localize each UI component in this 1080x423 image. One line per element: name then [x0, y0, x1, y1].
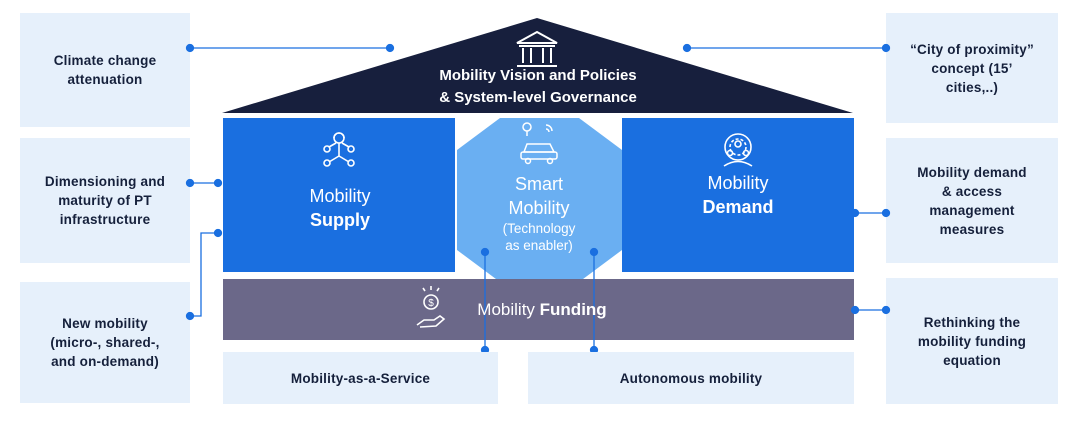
box-new-mobility: New mobility (micro-, shared-, and on-de…: [20, 282, 190, 403]
supply-title-line1: Mobility: [309, 186, 371, 206]
funding-bar: [223, 279, 854, 340]
box-autonomous: Autonomous mobility: [528, 352, 854, 404]
money-hand-icon: $: [416, 286, 446, 328]
box-climate-change: Climate change attenuation: [20, 13, 190, 127]
supply-title-line2: Supply: [309, 210, 370, 230]
demand-title-line2: Demand: [702, 197, 774, 217]
box-demand-management-text: Mobility demand & access management meas…: [917, 164, 1027, 237]
svg-text:$: $: [428, 298, 434, 309]
box-funding-equation-text: Rethinking the mobility funding equation: [917, 314, 1027, 368]
box-dimensioning-pt-text: Dimensioning and maturity of PT infrastr…: [44, 174, 166, 227]
demand-title: Mobility Demand: [678, 171, 798, 219]
government-building-icon: [516, 30, 558, 67]
roof-title: Mobility Vision and Policies & System-le…: [439, 67, 637, 106]
smart-title-line3: (Technology: [502, 221, 576, 236]
box-demand-management: Mobility demand & access management meas…: [886, 138, 1058, 263]
connectors: [185, 43, 891, 355]
smart-mobility-title: Smart Mobility (Technology as enabler): [472, 172, 606, 254]
smart-title-line1: Smart: [514, 174, 563, 194]
funding-label-prefix: Mobility: [477, 300, 540, 319]
box-city-proximity-text: “City of proximity” concept (15’ cities,…: [910, 41, 1034, 95]
funding-label: Mobility Funding: [462, 295, 622, 325]
box-dimensioning-pt: Dimensioning and maturity of PT infrastr…: [20, 138, 190, 263]
supply-title: Mobility Supply: [280, 184, 400, 232]
demand-title-line1: Mobility: [707, 173, 769, 193]
box-funding-equation: Rethinking the mobility funding equation: [886, 278, 1058, 404]
smart-title-line4: as enabler): [505, 238, 573, 253]
box-maas: Mobility-as-a-Service: [223, 352, 498, 404]
box-maas-text: Mobility-as-a-Service: [290, 370, 431, 386]
smart-mobility-shape: [457, 118, 622, 282]
demand-block: [622, 118, 854, 272]
box-climate-change-text: Climate change attenuation: [53, 53, 157, 87]
box-new-mobility-text: New mobility (micro-, shared-, and on-de…: [50, 316, 160, 369]
smart-title-line2: Mobility: [508, 198, 570, 218]
connected-car-icon: [520, 122, 558, 165]
box-autonomous-text: Autonomous mobility: [619, 370, 763, 386]
network-nodes-icon: [323, 132, 355, 167]
gear-people-icon: [723, 133, 753, 167]
funding-label-bold: Funding: [539, 300, 607, 319]
box-city-proximity: “City of proximity” concept (15’ cities,…: [886, 13, 1058, 123]
